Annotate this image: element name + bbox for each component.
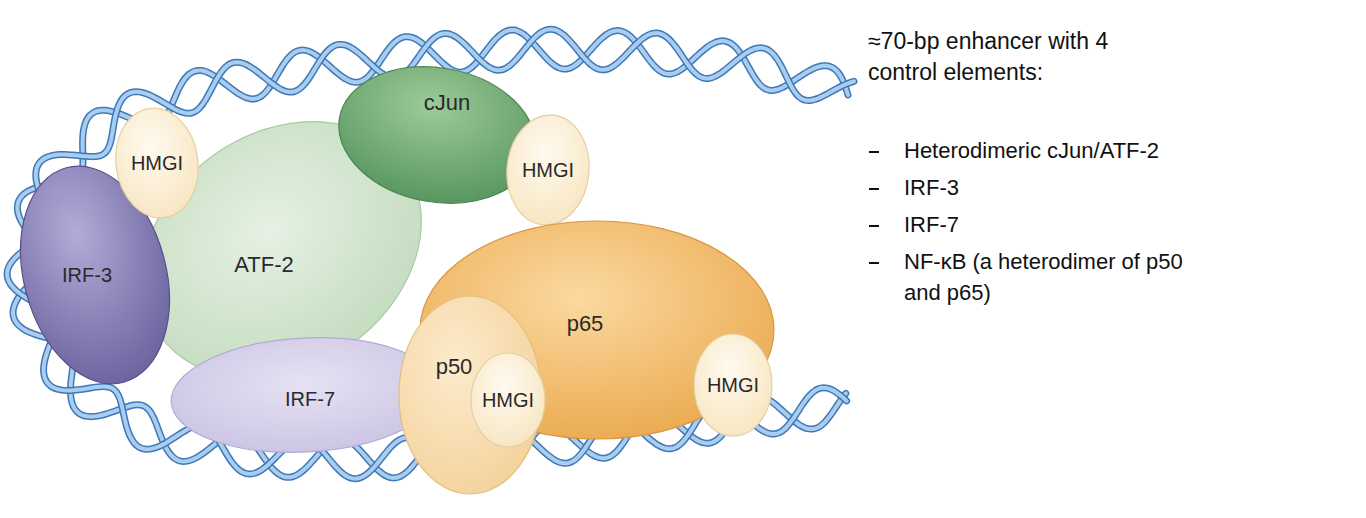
bullet-item: NF-κB (a heterodimer of p50 and p65) [904, 247, 1204, 309]
hmgi-protein: HMGI [693, 333, 773, 437]
bullet-dash [869, 262, 879, 264]
hmgi-protein: HMGI [470, 352, 546, 448]
bullet-item: Heterodimeric cJun/ATF-2 [904, 136, 1324, 167]
hmgi-protein: HMGI [506, 114, 590, 226]
protein-ellipse [471, 353, 545, 447]
protein-ellipse [502, 112, 593, 229]
protein-label: cJun [424, 91, 470, 115]
protein-label: HMGI [522, 159, 574, 181]
bullet-dash [869, 225, 879, 227]
protein-label: IRF-3 [62, 264, 112, 286]
protein-label: ATF-2 [234, 253, 293, 277]
protein-label: HMGI [482, 389, 534, 411]
bullet-dash [869, 151, 879, 153]
protein-label: HMGI [707, 374, 759, 396]
hmgi-protein: HMGI [115, 107, 199, 219]
heading-note: ≈70-bp enhancer with 4 control elements: [868, 26, 1178, 88]
bullet-item: IRF-7 [904, 210, 1324, 241]
protein-label: p50 [436, 355, 473, 379]
bullet-item: IRF-3 [904, 173, 1324, 204]
bullet-dash [869, 188, 879, 190]
protein-label: IRF-7 [285, 388, 335, 410]
protein-ellipse [399, 296, 541, 494]
protein-ellipse [109, 103, 206, 223]
protein-label: HMGI [131, 152, 183, 174]
protein-ellipse [694, 334, 772, 436]
protein-label: p65 [567, 312, 604, 336]
